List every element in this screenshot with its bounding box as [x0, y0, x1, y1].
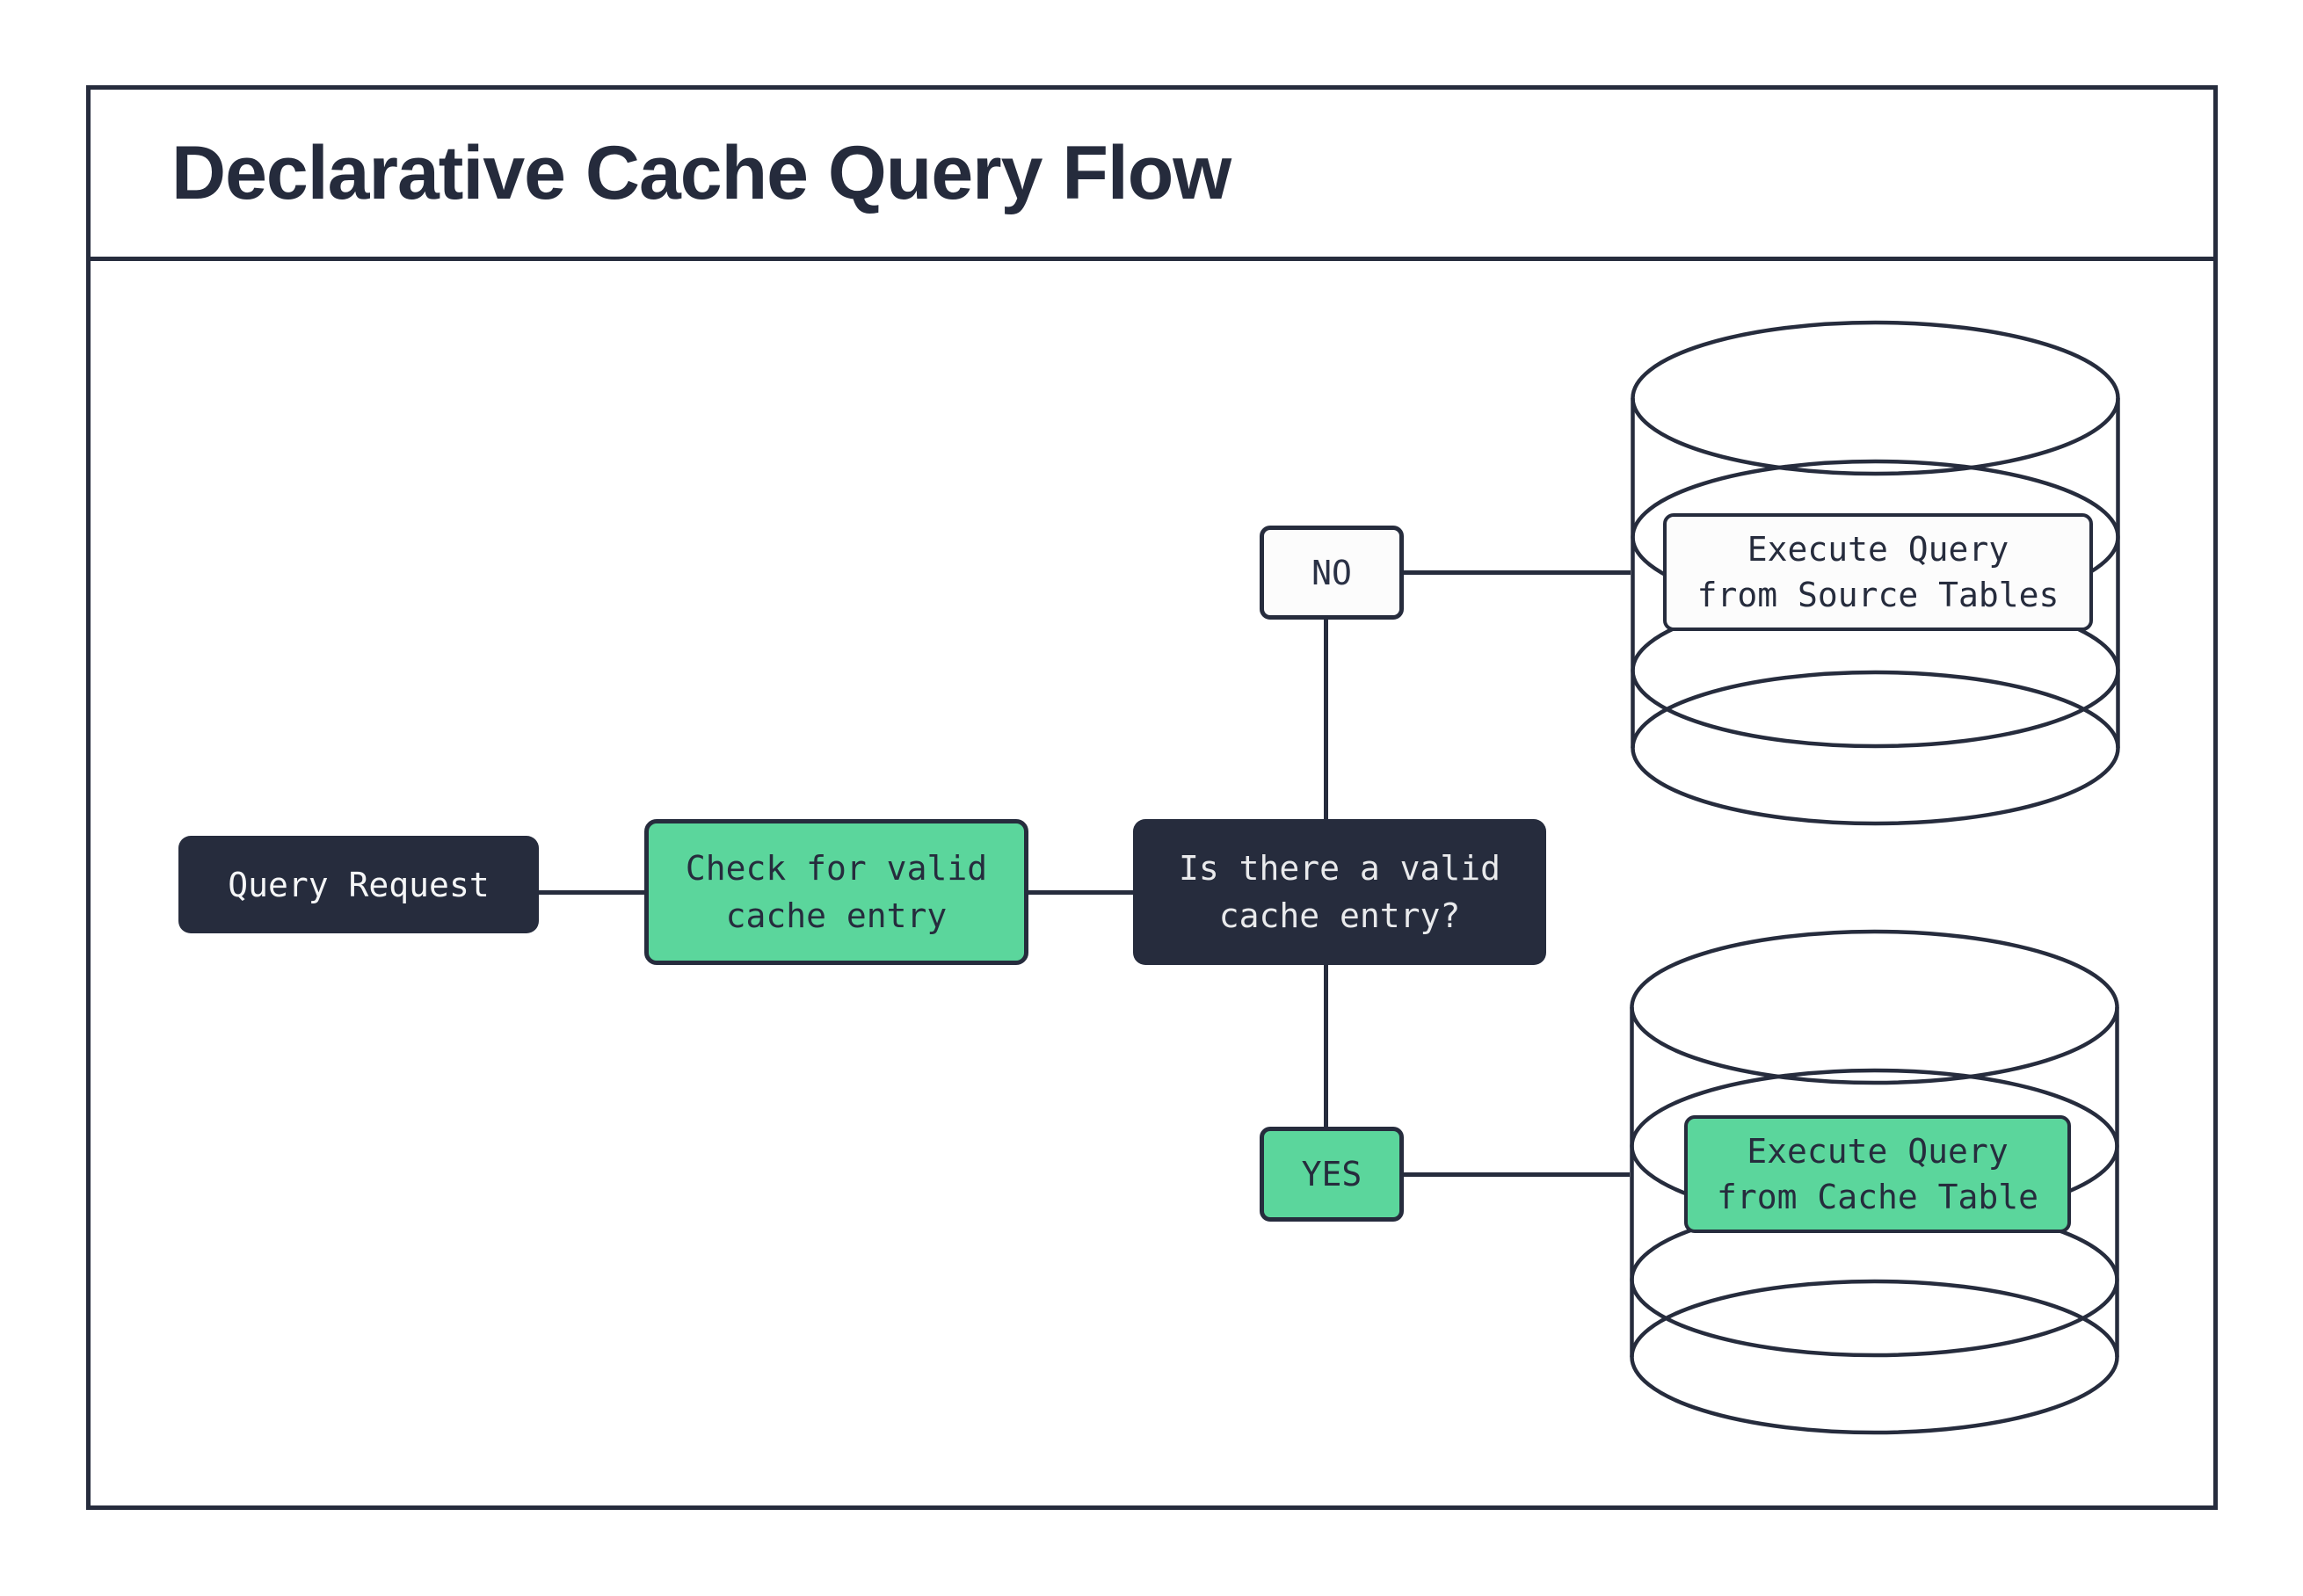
edge-decision-to-no — [1324, 620, 1328, 819]
diagram-header: Declarative Cache Query Flow — [91, 90, 2213, 261]
node-branch-no: NO — [1260, 526, 1404, 620]
diagram-frame: Declarative Cache Query Flow — [86, 85, 2218, 1510]
node-branch-no-label: NO — [1311, 553, 1352, 592]
node-branch-yes: YES — [1260, 1127, 1404, 1222]
node-decision-valid-cache: Is there a valid cache entry? — [1133, 819, 1546, 965]
edge-no-to-source-db — [1404, 570, 1631, 575]
node-branch-yes-label: YES — [1301, 1155, 1362, 1193]
node-execute-cache-query: Execute Query from Cache Table — [1684, 1115, 2071, 1233]
edge-decision-to-yes — [1324, 965, 1328, 1127]
node-query-request-label: Query Request — [228, 865, 490, 904]
edge-check-to-decision — [1028, 890, 1133, 895]
node-execute-source-query: Execute Query from Source Tables — [1663, 513, 2093, 631]
edge-query-to-check — [539, 890, 644, 895]
node-query-request: Query Request — [178, 836, 539, 933]
node-execute-cache-query-label: Execute Query from Cache Table — [1716, 1132, 2039, 1216]
node-decision-label: Is there a valid cache entry? — [1178, 849, 1501, 935]
node-check-cache-label: Check for valid cache entry — [685, 849, 988, 935]
page-title: Declarative Cache Query Flow — [171, 131, 1231, 215]
node-execute-source-query-label: Execute Query from Source Tables — [1696, 530, 2060, 614]
node-check-cache: Check for valid cache entry — [644, 819, 1028, 965]
edge-yes-to-cache-db — [1404, 1172, 1630, 1177]
